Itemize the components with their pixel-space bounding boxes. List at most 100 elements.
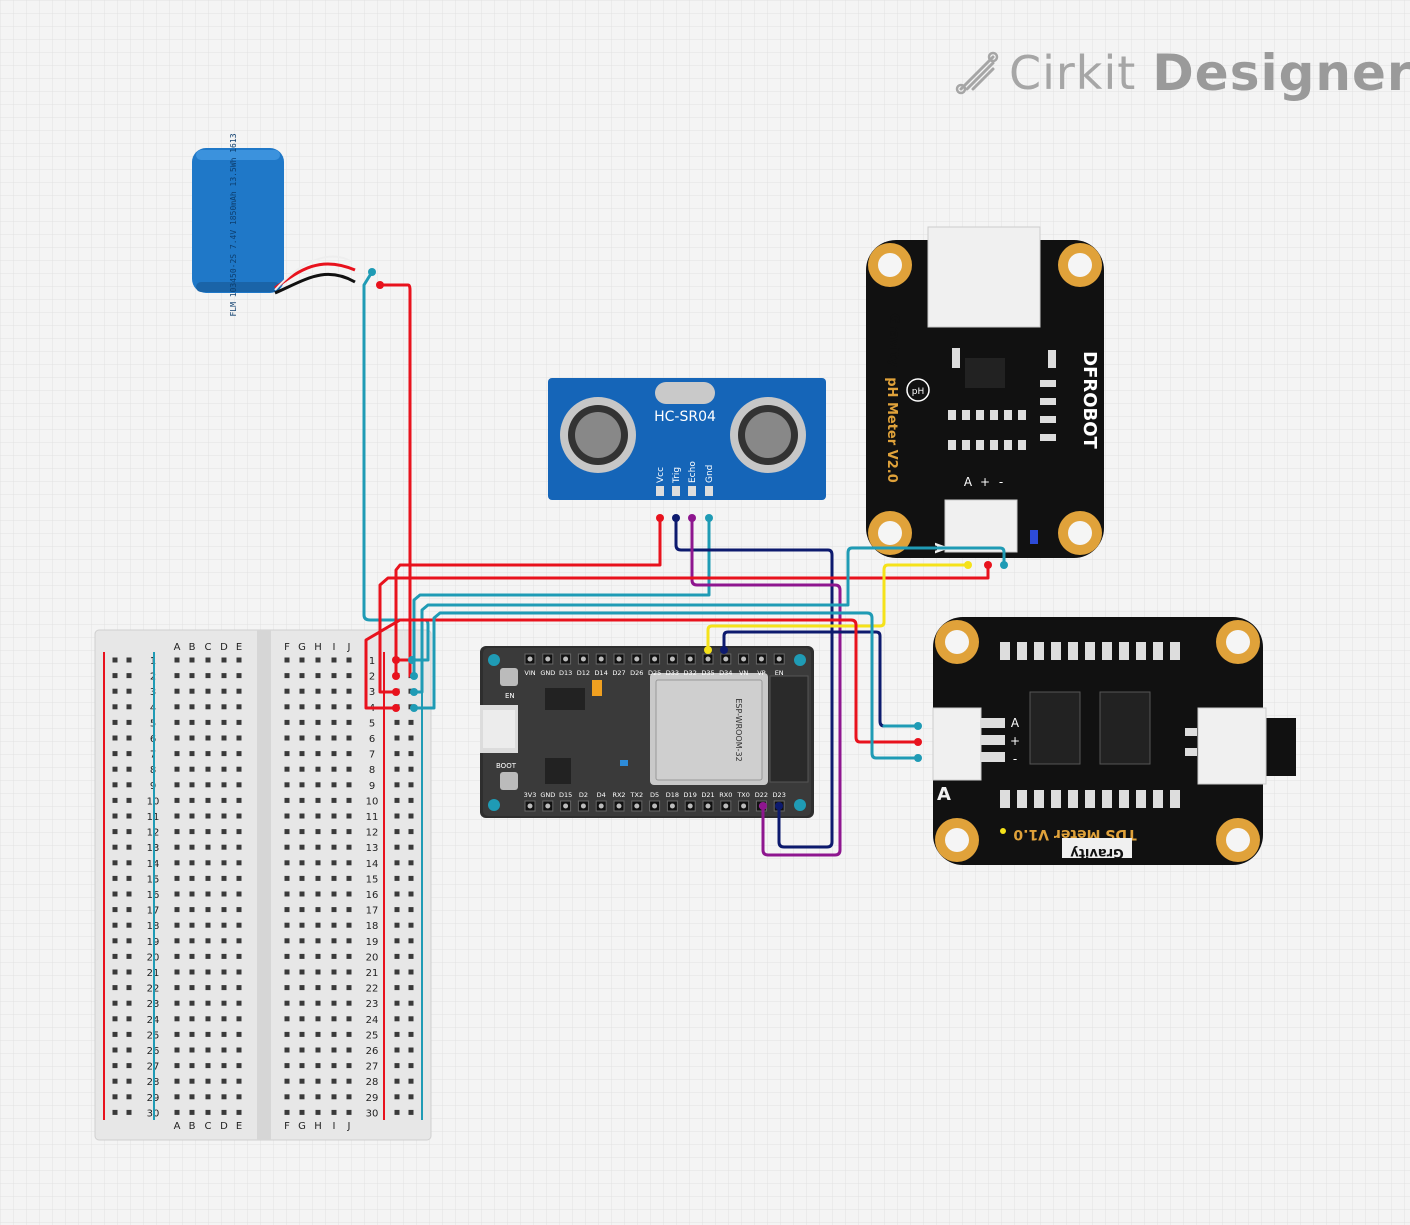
breadboard-hole[interactable] [346,1094,352,1100]
breadboard-hole[interactable] [299,844,305,850]
breadboard-hole[interactable] [174,938,180,944]
breadboard-hole[interactable] [299,1109,305,1115]
breadboard-hole[interactable] [408,1063,414,1069]
wire-endpoint[interactable] [392,672,400,680]
breadboard-hole[interactable] [284,782,290,788]
breadboard-hole[interactable] [205,1016,211,1022]
breadboard-hole[interactable] [299,719,305,725]
breadboard-hole[interactable] [112,1078,118,1084]
breadboard-hole[interactable] [112,907,118,913]
breadboard-hole[interactable] [284,1094,290,1100]
breadboard-hole[interactable] [126,813,132,819]
breadboard-hole[interactable] [346,751,352,757]
breadboard-hole[interactable] [205,688,211,694]
breadboard-hole[interactable] [174,735,180,741]
breadboard-hole[interactable] [112,813,118,819]
wire-endpoint[interactable] [704,646,712,654]
breadboard-hole[interactable] [112,673,118,679]
breadboard-hole[interactable] [126,735,132,741]
breadboard-hole[interactable] [236,1078,242,1084]
breadboard-hole[interactable] [346,1063,352,1069]
breadboard-hole[interactable] [408,922,414,928]
breadboard-hole[interactable] [346,1078,352,1084]
breadboard-hole[interactable] [189,891,195,897]
breadboard-hole[interactable] [236,719,242,725]
breadboard-hole[interactable] [408,719,414,725]
breadboard-hole[interactable] [236,1063,242,1069]
breadboard-hole[interactable] [284,688,290,694]
breadboard-hole[interactable] [126,875,132,881]
breadboard-hole[interactable] [112,938,118,944]
breadboard-hole[interactable] [205,735,211,741]
breadboard-hole[interactable] [205,704,211,710]
breadboard-hole[interactable] [394,953,400,959]
breadboard-hole[interactable] [205,969,211,975]
breadboard-hole[interactable] [331,860,337,866]
breadboard-hole[interactable] [346,719,352,725]
breadboard-hole[interactable] [331,875,337,881]
breadboard-hole[interactable] [112,1109,118,1115]
wire-endpoint[interactable] [410,688,418,696]
wire-endpoint[interactable] [984,561,992,569]
breadboard-hole[interactable] [331,1109,337,1115]
breadboard-hole[interactable] [126,1094,132,1100]
breadboard-hole[interactable] [331,1000,337,1006]
breadboard-hole[interactable] [315,1047,321,1053]
breadboard-hole[interactable] [236,1031,242,1037]
breadboard-hole[interactable] [346,844,352,850]
breadboard-hole[interactable] [315,1000,321,1006]
breadboard-hole[interactable] [205,875,211,881]
breadboard-hole[interactable] [189,860,195,866]
breadboard-hole[interactable] [315,751,321,757]
breadboard-hole[interactable] [126,969,132,975]
breadboard-hole[interactable] [408,891,414,897]
breadboard-hole[interactable] [331,985,337,991]
breadboard-hole[interactable] [346,969,352,975]
breadboard-hole[interactable] [236,1016,242,1022]
breadboard-hole[interactable] [284,813,290,819]
breadboard-hole[interactable] [126,657,132,663]
breadboard-hole[interactable] [236,766,242,772]
breadboard-hole[interactable] [189,704,195,710]
breadboard-hole[interactable] [189,875,195,881]
breadboard-hole[interactable] [284,1109,290,1115]
wire-endpoint[interactable] [376,281,384,289]
breadboard-hole[interactable] [331,938,337,944]
breadboard-hole[interactable] [284,673,290,679]
breadboard-hole[interactable] [394,1000,400,1006]
breadboard-hole[interactable] [284,719,290,725]
breadboard-hole[interactable] [394,891,400,897]
breadboard-hole[interactable] [236,938,242,944]
breadboard-hole[interactable] [236,860,242,866]
breadboard-hole[interactable] [346,1016,352,1022]
breadboard-hole[interactable] [284,985,290,991]
breadboard-hole[interactable] [236,704,242,710]
breadboard-hole[interactable] [299,953,305,959]
breadboard-hole[interactable] [189,719,195,725]
breadboard-hole[interactable] [174,704,180,710]
breadboard-hole[interactable] [408,735,414,741]
breadboard-hole[interactable] [408,1109,414,1115]
breadboard-hole[interactable] [205,1094,211,1100]
breadboard-hole[interactable] [236,907,242,913]
breadboard-hole[interactable] [174,953,180,959]
wire-endpoint[interactable] [410,672,418,680]
breadboard-hole[interactable] [315,953,321,959]
breadboard-hole[interactable] [315,1109,321,1115]
breadboard-hole[interactable] [331,782,337,788]
breadboard-hole[interactable] [205,1031,211,1037]
breadboard-hole[interactable] [394,844,400,850]
breadboard-hole[interactable] [221,1047,227,1053]
breadboard-hole[interactable] [315,719,321,725]
breadboard-hole[interactable] [174,782,180,788]
breadboard-hole[interactable] [394,797,400,803]
breadboard-hole[interactable] [189,844,195,850]
breadboard-hole[interactable] [189,1031,195,1037]
breadboard-hole[interactable] [205,860,211,866]
wire-endpoint[interactable] [914,722,922,730]
breadboard-hole[interactable] [205,1109,211,1115]
hcsr04-pin[interactable] [672,486,680,496]
breadboard-hole[interactable] [299,1063,305,1069]
breadboard-hole[interactable] [236,1094,242,1100]
breadboard-hole[interactable] [346,1109,352,1115]
